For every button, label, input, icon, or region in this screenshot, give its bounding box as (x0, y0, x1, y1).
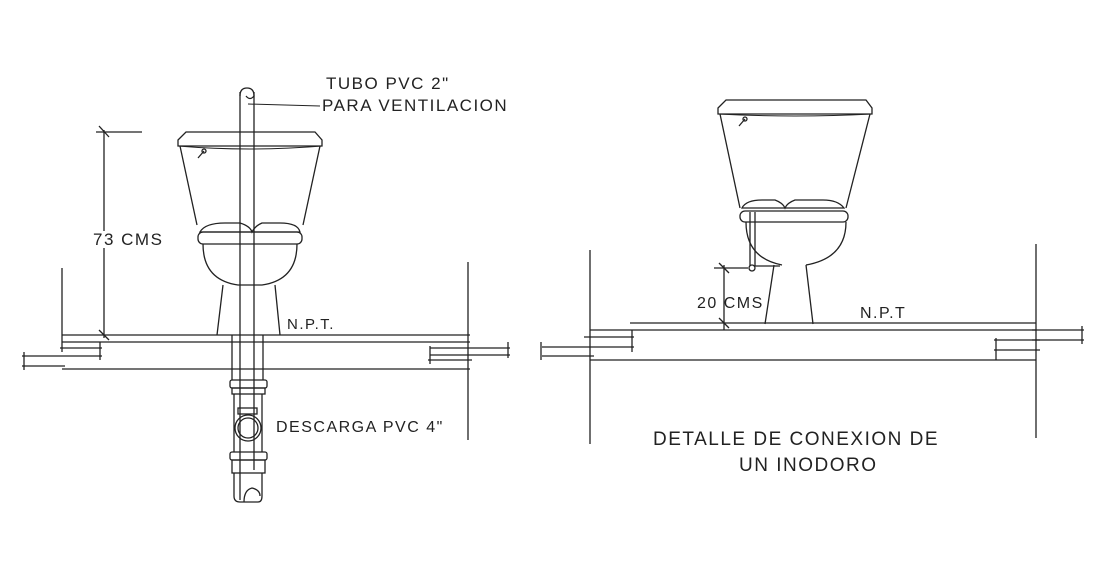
detail-title-line2: UN INODORO (739, 455, 878, 476)
vent-pipe-label-line2: PARA VENTILACION (322, 96, 509, 115)
supply-dimension-label: 20 CMS (697, 295, 764, 312)
flush-handle-icon (738, 116, 748, 127)
detail-title-line1: DETALLE DE CONEXION DE (653, 429, 940, 450)
drain-pipe (229, 335, 268, 503)
flush-handle-icon (197, 148, 207, 159)
left-floor-level-label: N.P.T. (287, 316, 335, 333)
height-dimension-label: 73 CMS (93, 230, 164, 249)
right-floor-slab (540, 244, 1084, 444)
left-floor-slab (22, 262, 510, 440)
vent-pipe (239, 87, 321, 500)
water-supply-tube (748, 212, 756, 272)
right-toilet (717, 99, 873, 325)
vent-pipe-label-line1: TUBO PVC 2" (326, 74, 450, 93)
drain-pipe-label: DESCARGA PVC 4" (276, 419, 444, 436)
left-toilet (177, 131, 323, 336)
right-floor-level-label: N.P.T (860, 305, 907, 322)
